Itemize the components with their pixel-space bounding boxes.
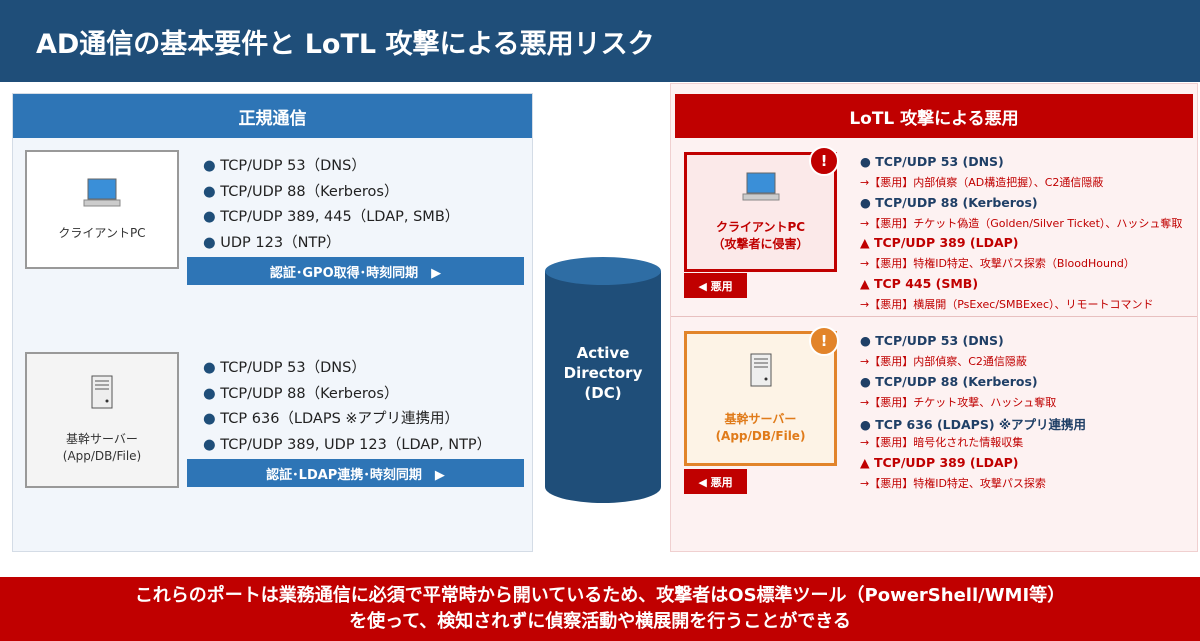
lotl-header: LoTL 攻撃による悪用 <box>675 94 1193 138</box>
server-risk-label: 基幹サーバー <box>724 411 797 426</box>
alert-icon: ! <box>809 146 839 176</box>
server-port-list: ● TCP/UDP 53（DNS） ● TCP/UDP 88（Kerberos）… <box>203 360 492 453</box>
compromised-pc-box: クライアントPC （攻撃者に侵害） <box>684 152 837 272</box>
abuse-tag: ◀ 悪用 <box>684 469 747 494</box>
server-icon <box>750 353 771 387</box>
page-title: AD通信の基本要件と LoTL 攻撃による悪用リスク <box>0 0 1200 82</box>
footer-banner: これらのポートは業務通信に必須で平常時から開いているため、攻撃者はOS標準ツール… <box>0 577 1200 641</box>
laptop-icon <box>83 178 121 207</box>
footer-line-1: これらのポートは業務通信に必須で平常時から開いているため、攻撃者はOS標準ツール… <box>134 585 1066 606</box>
alert-icon: ! <box>809 326 839 356</box>
client-pc-box: クライアントPC <box>25 150 179 269</box>
client-abuse-list: ● TCP/UDP 53 (DNS) →【悪用】内部偵察（AD構造把握）、C2通… <box>860 154 1183 311</box>
dc-cylinder-icon <box>545 257 661 503</box>
client-label: クライアントPC <box>58 226 146 241</box>
server-icon <box>91 375 113 409</box>
server-risk-box: 基幹サーバー (App/DB/File) <box>684 331 837 466</box>
client-flow-bar: 認証･GPO取得･時刻同期 ▶ <box>187 257 524 285</box>
compromised-pc-label: クライアントPC <box>715 220 806 235</box>
server-risk-sublabel: (App/DB/File) <box>715 428 806 443</box>
laptop-icon <box>742 172 779 201</box>
lotl-panel: LoTL 攻撃による悪用 <box>670 83 1198 552</box>
server-box: 基幹サーバー (App/DB/File) <box>25 352 179 488</box>
compromised-pc-sublabel: （攻撃者に侵害） <box>712 237 809 251</box>
server-sublabel: (App/DB/File) <box>62 449 142 463</box>
footer-line-2: を使って、検知されずに偵察活動や横展開を行うことができる <box>349 611 851 632</box>
abuse-tag: ◀ 悪用 <box>684 273 747 298</box>
server-label: 基幹サーバー <box>66 432 138 447</box>
divider <box>671 316 1197 317</box>
server-flow-bar: 認証･LDAP連携･時刻同期 ▶ <box>187 459 524 487</box>
server-abuse-list: ● TCP/UDP 53 (DNS) →【悪用】内部偵察、C2通信隠蔽 ● TC… <box>860 333 1087 490</box>
client-port-list: ● TCP/UDP 53（DNS） ● TCP/UDP 88（Kerberos）… <box>203 158 460 251</box>
legit-header: 正規通信 <box>13 94 532 138</box>
